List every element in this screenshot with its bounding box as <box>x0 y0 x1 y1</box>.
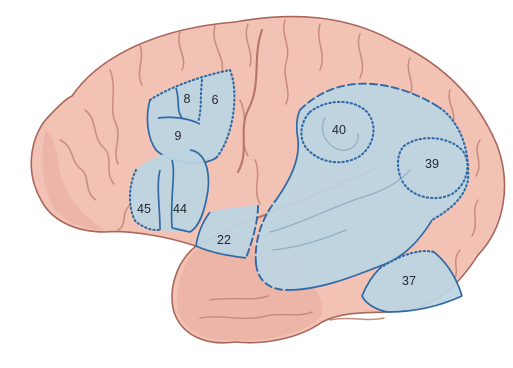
area-22-label: 22 <box>217 233 231 247</box>
area-40-label: 40 <box>332 123 346 137</box>
area-8-label: 8 <box>184 92 191 106</box>
area-44-label: 44 <box>173 202 187 216</box>
area-39-label: 39 <box>425 157 439 171</box>
area-9-label: 9 <box>175 129 182 143</box>
area-45-label: 45 <box>137 202 151 216</box>
area-37-label: 37 <box>402 274 416 288</box>
area-6-label: 6 <box>212 93 219 107</box>
